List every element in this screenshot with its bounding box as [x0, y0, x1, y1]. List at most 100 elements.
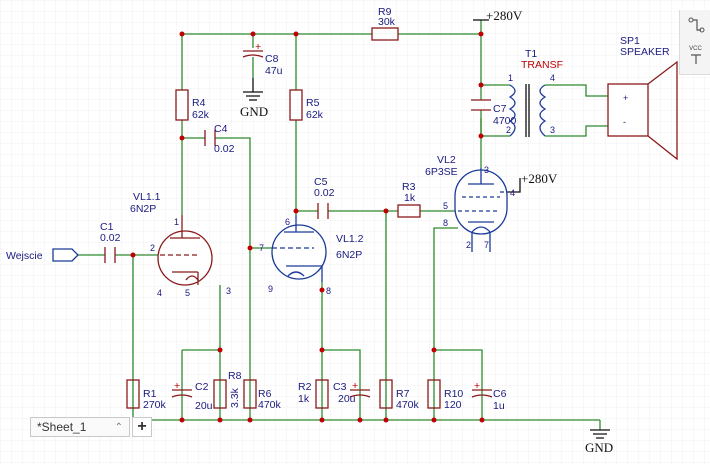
r3-value: 1k — [404, 192, 416, 204]
ground-symbol-bottom[interactable]: GND — [585, 429, 613, 455]
vcc-tool-button[interactable]: VCC — [680, 40, 710, 70]
vl1-2-value: 6N2P — [336, 249, 362, 261]
t1-pin-4: 4 — [550, 73, 555, 83]
speaker-sp1[interactable]: + - SP1 SPEAKER — [607, 35, 678, 161]
r5-ref: R5 — [306, 97, 320, 109]
speaker-icon — [607, 83, 649, 137]
capacitor-c8[interactable]: + C8 47u — [242, 41, 283, 78]
input-port[interactable]: Wejscie — [6, 248, 79, 262]
resistor-r2[interactable]: R2 1k — [298, 379, 329, 409]
t1-pin-1: 1 — [508, 73, 513, 83]
c6-value: 1u — [493, 400, 505, 412]
chevron-up-icon[interactable]: ⌃ — [114, 421, 123, 433]
c1-ref: C1 — [100, 221, 114, 233]
c8-ref: C8 — [265, 53, 279, 65]
power-label-tube: +280V — [521, 171, 558, 186]
capacitor-c3[interactable]: + C3 20u — [333, 380, 371, 405]
resistor-r6[interactable]: R6 470k — [243, 379, 282, 411]
c2-polarity-icon: + — [174, 380, 180, 392]
capacitor-c5[interactable]: C5 0.02 — [314, 176, 335, 219]
t1-pin-3: 3 — [550, 125, 555, 135]
t1-value: TRANSF — [521, 59, 563, 71]
tube-vl1-2[interactable]: VL1.2 6N2P 6 7 8 9 — [259, 215, 364, 296]
vl1-2-pin-6: 6 — [285, 217, 290, 227]
wire-tool-button[interactable] — [680, 10, 710, 40]
r1-value: 270k — [143, 399, 167, 411]
c7-value: 4700 — [493, 115, 517, 127]
vl2-pin-7: 7 — [484, 240, 489, 250]
speaker-pin-minus: - — [623, 117, 626, 127]
vl2-pin-2: 2 — [466, 240, 471, 250]
vl1-1-pin-1: 1 — [174, 217, 179, 227]
sp1-ref: SP1 — [620, 35, 640, 47]
r6-value: 470k — [258, 399, 282, 411]
resistor-r3[interactable]: R3 1k — [397, 181, 421, 218]
resistor-r1[interactable]: R1 270k — [126, 379, 167, 411]
sp1-value: SPEAKER — [620, 46, 670, 58]
resistor-r4[interactable]: R4 62k — [175, 89, 210, 121]
vl1-1-pin-3: 3 — [226, 286, 231, 296]
t1-pin-2: 2 — [506, 125, 511, 135]
c4-value: 0.02 — [214, 143, 235, 155]
vcc-icon — [690, 54, 701, 64]
power-symbol-top[interactable]: +280V — [473, 8, 523, 23]
resistor-r9[interactable]: R9 30k — [371, 6, 399, 41]
tube-vl2[interactable]: VL2 6P3SE 3 4 5 8 2 7 — [425, 154, 515, 252]
capacitor-c7[interactable]: C7 4700 — [471, 99, 517, 127]
c2-value: 20u — [195, 400, 213, 412]
r2-ref: R2 — [298, 381, 312, 393]
power-symbol-tube[interactable]: +280V — [504, 171, 558, 193]
ground-symbol-top[interactable]: GND — [240, 78, 268, 119]
r10-value: 120 — [444, 399, 462, 411]
ground-label-top: GND — [240, 104, 268, 119]
wires — [78, 20, 608, 430]
capacitor-c4[interactable]: C4 0.02 — [204, 123, 235, 155]
r7-ref: R7 — [396, 388, 410, 400]
vl1-2-pin-9: 9 — [268, 284, 273, 294]
c3-ref: C3 — [333, 381, 347, 393]
capacitor-c6[interactable]: + C6 1u — [471, 380, 507, 412]
r7-value: 470k — [396, 399, 420, 411]
c5-value: 0.02 — [314, 187, 335, 199]
r2-value: 1k — [298, 393, 310, 405]
vl2-ref: VL2 — [437, 154, 456, 166]
vl1-1-ref: VL1.1 — [133, 191, 161, 203]
add-sheet-button[interactable]: + — [132, 417, 152, 437]
c8-polarity-icon: + — [255, 41, 261, 53]
c3-polarity-icon: + — [352, 380, 358, 392]
r9-value: 30k — [378, 16, 396, 28]
r4-value: 62k — [192, 109, 210, 121]
vl1-2-pin-7: 7 — [259, 243, 264, 253]
vl1-1-pin-2: 2 — [150, 243, 155, 253]
r10-ref: R10 — [444, 388, 463, 400]
vl2-value: 6P3SE — [425, 166, 458, 178]
resistor-r10[interactable]: R10 120 — [427, 379, 463, 411]
vl1-2-pin-8: 8 — [326, 286, 331, 296]
vl1-1-pin-5: 5 — [185, 288, 190, 298]
sheet-tab[interactable]: *Sheet_1 ⌃ — [30, 417, 130, 437]
r6-ref: R6 — [258, 388, 272, 400]
c7-ref: C7 — [493, 103, 507, 115]
power-label-top: +280V — [486, 8, 523, 23]
c6-polarity-icon: + — [474, 380, 480, 392]
vl1-2-ref: VL1.2 — [336, 233, 364, 245]
junctions — [130, 31, 485, 423]
tube-vl1-1[interactable]: VL1.1 6N2P 1 2 3 4 5 — [130, 191, 231, 298]
r1-ref: R1 — [143, 388, 157, 400]
r4-ref: R4 — [192, 97, 206, 109]
capacitor-c1[interactable]: C1 0.02 — [100, 221, 121, 263]
resistor-r8[interactable]: R8 3.3k — [213, 370, 242, 409]
capacitor-c2[interactable]: + C2 20u — [171, 380, 213, 412]
vl1-1-value: 6N2P — [130, 203, 156, 215]
resistor-r5[interactable]: R5 62k — [289, 89, 324, 121]
transformer-t1[interactable]: T1 TRANSF 1 2 3 4 — [506, 48, 563, 137]
c3-value: 20u — [338, 393, 356, 405]
vl1-1-pin-4: 4 — [157, 288, 162, 298]
right-toolbar: VCC — [679, 10, 710, 75]
resistor-r7[interactable]: R7 470k — [379, 379, 420, 411]
t1-ref: T1 — [525, 48, 537, 60]
vl2-pin-4: 4 — [510, 188, 515, 198]
vcc-tool-label: VCC — [689, 46, 702, 52]
c4-ref: C4 — [214, 123, 228, 135]
